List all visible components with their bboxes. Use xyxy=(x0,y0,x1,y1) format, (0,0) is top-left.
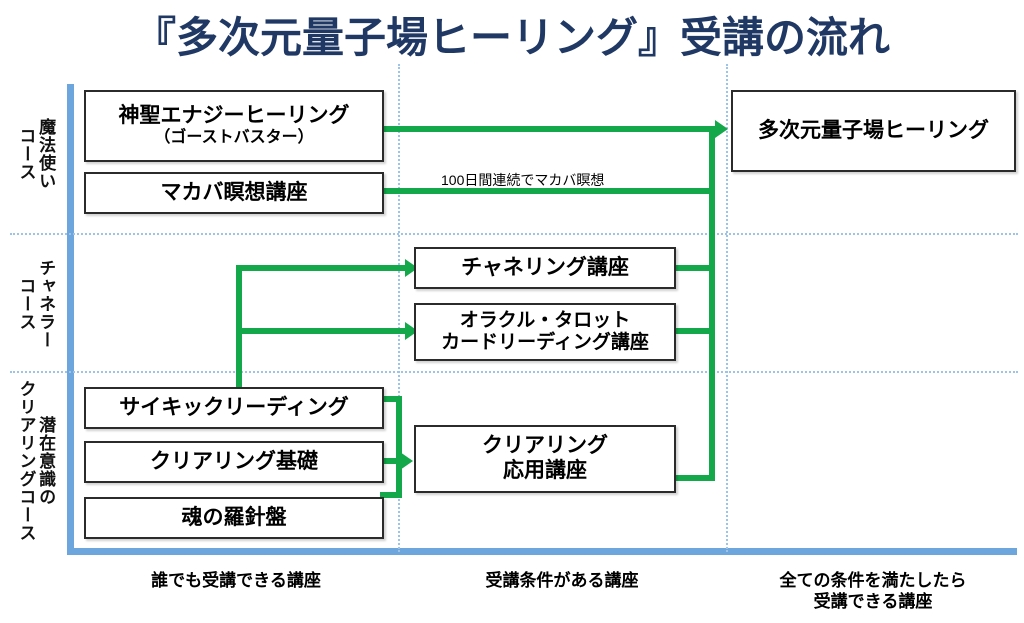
box-oracle-tarot-course[interactable]: オラクル・タロット カードリーディング講座 xyxy=(414,303,676,361)
connector-clearing-merge-trunk xyxy=(396,396,402,498)
column-separator-right xyxy=(726,64,728,552)
box-channeling-course[interactable]: チャネリング講座 xyxy=(414,247,676,289)
connector-psychic-stub xyxy=(380,396,402,402)
connector-clearing-adv-to-trunk xyxy=(674,475,715,481)
course-label-clearing: 潜在意識の クリアリングコース xyxy=(16,380,56,542)
box-sacred-energy-note: （ゴーストバスター） xyxy=(154,128,314,146)
column-separator-left xyxy=(398,64,400,552)
row-separator-magic-channeler xyxy=(10,233,1018,235)
axis-horizontal-bar xyxy=(67,548,1017,555)
row-separator-channeler-clearing xyxy=(10,371,1018,373)
box-clearing-basic[interactable]: クリアリング基礎 xyxy=(84,441,384,483)
course-label-channeler: チャネラー コース xyxy=(16,259,56,349)
footer-caption-conditional: 受講条件がある講座 xyxy=(485,571,639,590)
footer-caption-all-conditions: 全ての条件を満たしたら 受講できる講座 xyxy=(779,571,967,612)
connector-label-merkaba-condition: 100日間連続でマカバ瞑想 xyxy=(441,172,605,188)
box-sacred-energy-healing[interactable]: 神聖エナジーヒーリング （ゴーストバスター） xyxy=(84,90,384,162)
connector-branch-to-channeling xyxy=(236,265,411,271)
box-psychic-reading[interactable]: サイキックリーディング xyxy=(84,387,384,429)
connector-clearing-basic-stub xyxy=(380,458,402,464)
box-clearing-advanced[interactable]: クリアリング 応用講座 xyxy=(414,425,676,493)
connector-channeling-to-trunk xyxy=(674,265,715,271)
box-sacred-energy-title: 神聖エナジーヒーリング xyxy=(118,104,350,128)
page-title: 『多次元量子場ヒーリング』受講の流れ xyxy=(133,14,890,61)
axis-vertical-bar xyxy=(67,84,74,555)
arrow-into-clearing-advanced xyxy=(400,452,413,470)
connector-soul-compass-stub xyxy=(380,492,402,498)
box-destination-multidimensional-healing[interactable]: 多次元量子場ヒーリング xyxy=(731,90,1016,172)
box-soul-compass[interactable]: 魂の羅針盤 xyxy=(84,497,384,539)
arrow-into-destination xyxy=(715,120,728,138)
connector-oracle-to-trunk xyxy=(674,328,715,334)
box-merkaba-meditation[interactable]: マカバ瞑想講座 xyxy=(84,172,384,214)
connector-main-trunk xyxy=(709,126,715,481)
footer-caption-anyone: 誰でも受講できる講座 xyxy=(151,571,321,590)
connector-merkaba-to-trunk xyxy=(384,188,714,194)
connector-sacred-to-trunk xyxy=(384,126,714,132)
connector-branch-to-oracle xyxy=(236,328,411,334)
course-label-magic: 魔法使い コース xyxy=(16,118,56,190)
